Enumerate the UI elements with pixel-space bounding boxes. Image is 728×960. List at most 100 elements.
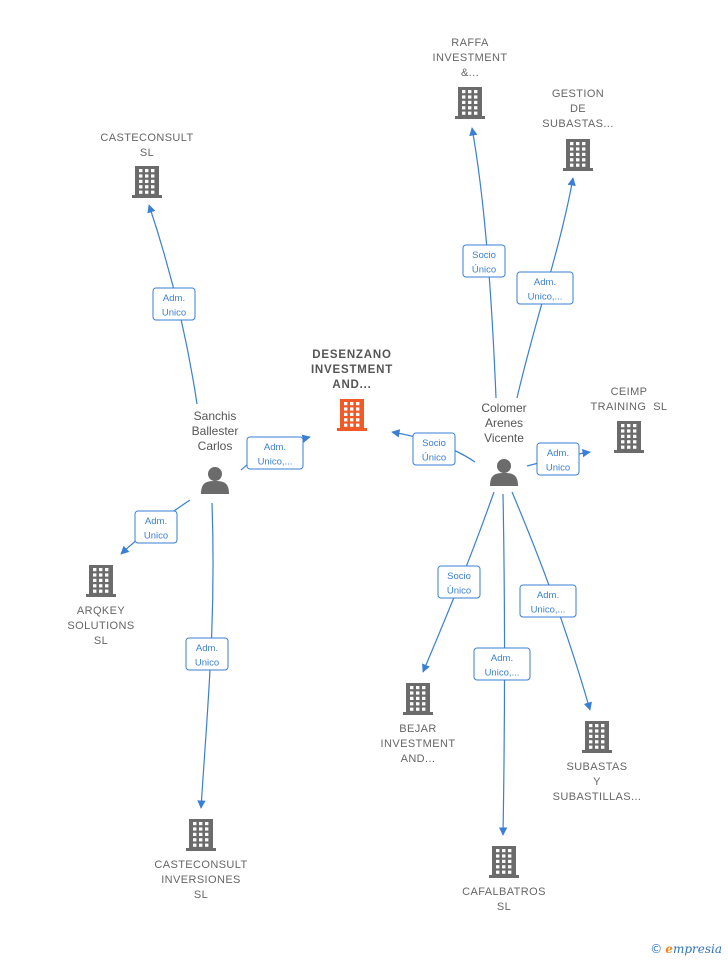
- node-label-line: &...: [461, 67, 479, 79]
- company-node-casteconsult[interactable]: CASTECONSULT SL: [100, 132, 193, 198]
- company-node-ceimp[interactable]: CEIMP TRAINING SL: [591, 386, 668, 453]
- edge-label-colomer-subastas[interactable]: Adm. Unico,...: [519, 584, 577, 618]
- node-label-line: SL: [194, 889, 208, 901]
- person-icon: [490, 459, 518, 486]
- brand-name: mpresia: [672, 942, 722, 956]
- edge-label-text: Adm.: [163, 293, 185, 304]
- edge-label-text: Socio: [472, 250, 496, 261]
- copyright-symbol: ©: [650, 942, 663, 956]
- building-icon: [132, 166, 162, 198]
- person-icon: [201, 467, 229, 494]
- edge-label-box: [462, 244, 506, 278]
- edge-label-text: Adm.: [534, 277, 556, 288]
- node-label-line: AND...: [401, 753, 436, 765]
- node-label-line: CASTECONSULT: [100, 132, 193, 144]
- edge-label-text: Adm.: [264, 442, 286, 453]
- edge-label-colomer-gestion[interactable]: Adm. Unico,...: [516, 271, 574, 305]
- node-label-line: SUBASTAS...: [542, 118, 613, 130]
- nodes-layer: DESENZANO INVESTMENT AND... CASTECONSULT SL R…: [67, 37, 667, 913]
- edge-label-text: Adm.: [491, 653, 513, 664]
- building-icon: [489, 846, 519, 878]
- edge-label-text: Socio: [422, 438, 446, 449]
- edge-label-box: [134, 510, 178, 544]
- node-label-line: DE: [570, 103, 586, 115]
- node-label-line: CEIMP: [611, 386, 648, 398]
- building-icon: [582, 721, 612, 753]
- edge-label-box: [412, 432, 456, 466]
- edge-label-text: Único: [422, 453, 446, 464]
- edge-label-text: Adm.: [145, 516, 167, 527]
- edge-label-text: Unico: [546, 463, 570, 474]
- node-label-line: ARQKEY: [77, 605, 126, 617]
- edge-label-text: Único: [472, 265, 496, 276]
- node-label-line: RAFFA: [451, 37, 489, 49]
- node-label-line: Colomer: [481, 401, 526, 415]
- empresia-logo[interactable]: ©empresia: [650, 942, 722, 956]
- building-icon: [455, 87, 485, 119]
- node-label-line: SUBASTAS: [566, 761, 627, 773]
- company-node-gestion[interactable]: GESTIONDESUBASTAS...: [542, 88, 613, 171]
- company-node-bejar[interactable]: BEJARINVESTMENTAND...: [381, 683, 456, 765]
- edge-label-text: Unico,...: [528, 292, 563, 303]
- node-label-line: DESENZANO: [312, 349, 391, 361]
- edge-label-text: Unico: [195, 658, 219, 669]
- edge-label-text: Unico: [162, 308, 186, 319]
- building-icon: [563, 139, 593, 171]
- node-label-line: Carlos: [198, 439, 233, 453]
- edge-label-box: [536, 442, 580, 476]
- company-node-raffa[interactable]: RAFFA INVESTMENT &...: [433, 37, 508, 119]
- edge-label-text: Unico,...: [531, 605, 566, 616]
- node-label-line: INVESTMENT: [433, 52, 508, 64]
- company-node-desenzano[interactable]: DESENZANO INVESTMENT AND...: [311, 349, 393, 431]
- edge-label-text: Adm.: [537, 590, 559, 601]
- edge-label-colomer-ceimp[interactable]: Adm. Unico: [536, 442, 580, 476]
- company-node-subastas[interactable]: SUBASTAS Y SUBASTILLAS...: [553, 721, 642, 803]
- edge-label-sanchis-casteconsult[interactable]: Adm. Unico: [152, 287, 196, 321]
- node-label-line: Sanchis: [194, 409, 237, 423]
- edge-label-box: [437, 565, 481, 599]
- edges-layer: [120, 127, 592, 836]
- edge-label-text: Unico,...: [485, 668, 520, 679]
- edge-label-box: [519, 584, 577, 618]
- edge-label-sanchis-desenzano[interactable]: Adm. Unico,...: [246, 436, 304, 470]
- node-label-line: Vicente: [484, 431, 524, 445]
- node-label-line: Ballester: [192, 424, 239, 438]
- edge-label-text: Socio: [447, 571, 471, 582]
- building-icon: [186, 819, 216, 851]
- node-label-line: INVESTMENT: [381, 738, 456, 750]
- edge-label-sanchis-casteinv[interactable]: Adm. Unico: [185, 637, 229, 671]
- edge-label-text: Adm.: [196, 643, 218, 654]
- edge-label-text: Unico: [144, 531, 168, 542]
- node-label-line: Arenes: [485, 416, 523, 430]
- node-label-line: Y: [593, 776, 601, 788]
- edge-label-colomer-cafalbatros[interactable]: Adm. Unico,...: [473, 647, 531, 681]
- building-icon: [403, 683, 433, 715]
- node-label-line: SL: [497, 901, 511, 913]
- node-label-line: CASTECONSULT: [154, 859, 247, 871]
- edge-label-text: Unico,...: [258, 457, 293, 468]
- building-icon: [86, 565, 116, 597]
- node-label-line: AND...: [332, 379, 371, 391]
- node-label-line: SUBASTILLAS...: [553, 791, 642, 803]
- edge-label-box: [516, 271, 574, 305]
- edge-label-box: [152, 287, 196, 321]
- edge-label-sanchis-arqkey[interactable]: Adm. Unico: [134, 510, 178, 544]
- edge-label-text: Adm.: [547, 448, 569, 459]
- brand-first-letter: e: [665, 942, 673, 956]
- node-label-line: SL: [140, 147, 154, 159]
- building-icon: [614, 421, 644, 453]
- node-label-line: TRAINING SL: [591, 401, 668, 413]
- node-label-line: SL: [94, 635, 108, 647]
- edge-label-box: [246, 436, 304, 470]
- building-icon: [337, 399, 367, 431]
- node-label-line: INVESTMENT: [311, 364, 393, 376]
